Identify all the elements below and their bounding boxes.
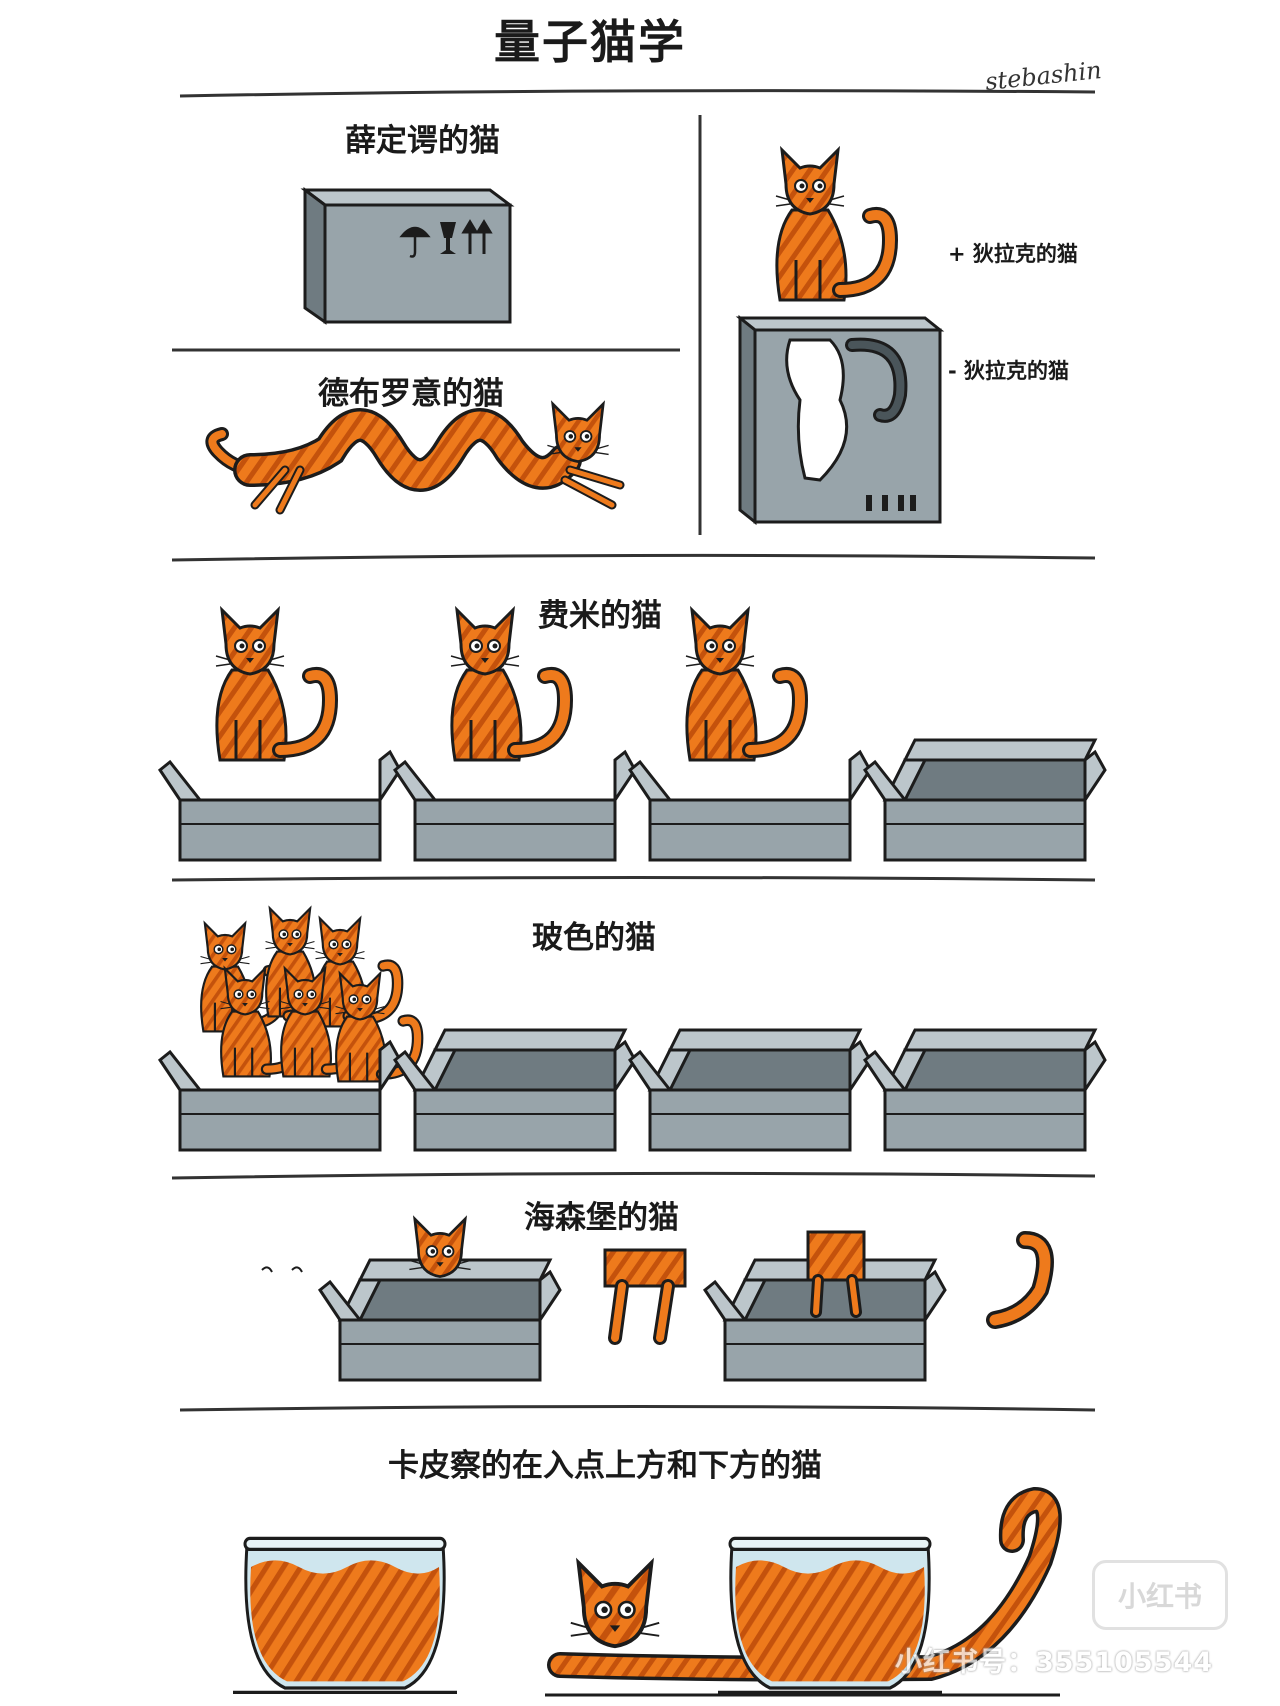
kapitsa-scene bbox=[231, 1486, 1062, 1697]
section-dividers bbox=[171, 89, 1096, 1412]
label-dirac-minus: - 狄拉克的猫 bbox=[948, 359, 1070, 383]
heisenberg-scene bbox=[261, 1217, 1054, 1382]
label-broglie: 德布罗意的猫 bbox=[318, 376, 504, 412]
cat-tail-piece bbox=[986, 1231, 1054, 1329]
page-title: 量子猫学 bbox=[494, 15, 686, 69]
broglie-wave-cat bbox=[205, 402, 625, 515]
label-fermi: 费米的猫 bbox=[538, 598, 662, 634]
watermark-logo: 小红书 bbox=[1092, 1560, 1228, 1630]
schrodinger-closed-box bbox=[300, 187, 515, 325]
label-schrodinger: 薛定谔的猫 bbox=[345, 123, 500, 159]
dirac-cat bbox=[735, 150, 945, 526]
glass-icon bbox=[440, 222, 456, 254]
watermark-text: 小红书号：355105544 bbox=[895, 1647, 1214, 1678]
label-dirac-plus: + 狄拉克的猫 bbox=[948, 242, 1078, 266]
label-bose: 玻色的猫 bbox=[532, 920, 656, 956]
this-way-up-icon bbox=[461, 219, 493, 254]
label-heisenberg: 海森堡的猫 bbox=[524, 1200, 679, 1236]
cat-hind-piece bbox=[806, 1230, 866, 1318]
umbrella-icon bbox=[399, 226, 431, 258]
fermi-boxes bbox=[158, 610, 1107, 862]
label-kapitsa: 卡皮察的在入点上方和下方的猫 bbox=[388, 1448, 822, 1484]
cat-legs-piece bbox=[603, 1248, 687, 1345]
